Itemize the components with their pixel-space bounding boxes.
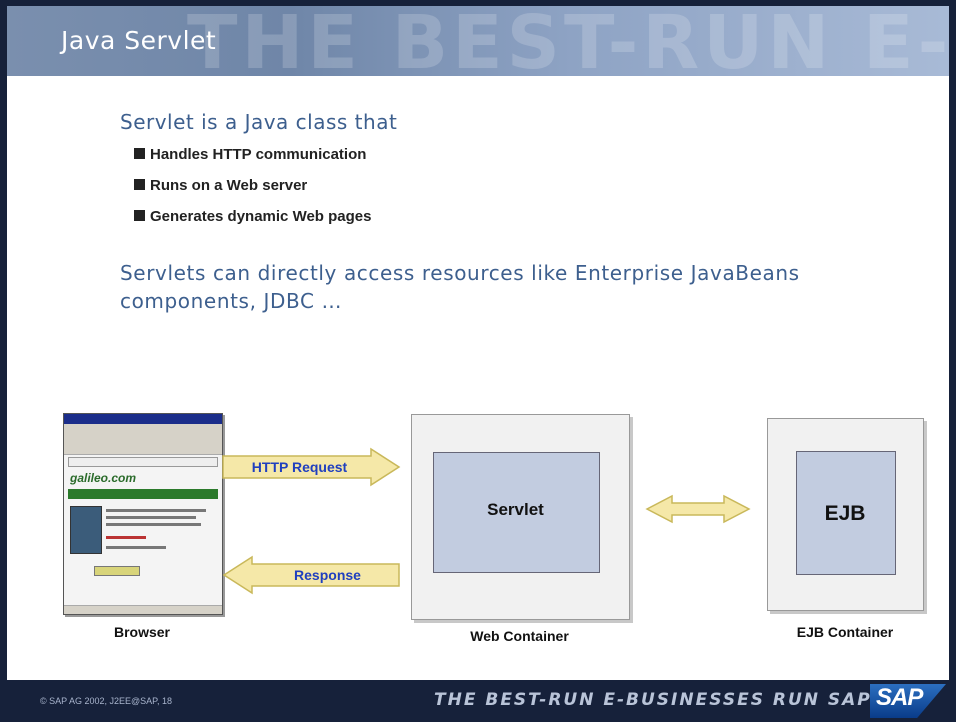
browser-address-bar [68, 457, 218, 467]
book-cover-image [70, 506, 102, 554]
text-line [106, 546, 166, 549]
title-bar: THE BEST-RUN E-BUS Java Servlet [7, 6, 949, 76]
bidirectional-arrow [645, 494, 751, 524]
intro-text: Servlet is a Java class that [120, 110, 398, 134]
frame-top [0, 0, 956, 6]
square-bullet-icon [134, 179, 145, 190]
browser-caption: Browser [113, 624, 171, 640]
http-request-arrow [222, 447, 401, 487]
sap-logo-text: SAP [876, 684, 923, 711]
browser-nav-bar [68, 489, 218, 499]
browser-titlebar [64, 414, 222, 424]
bullet-item: Runs on a Web server [134, 176, 371, 207]
response-label: Response [294, 567, 361, 583]
bullet-text: Generates dynamic Web pages [150, 208, 372, 225]
title-watermark: THE BEST-RUN E-BUS [187, 6, 949, 76]
footer-tagline: THE BEST-RUN E-BUSINESSES RUN SAP [434, 690, 872, 710]
browser-toolbar [64, 424, 222, 455]
http-request-label: HTTP Request [251, 459, 348, 475]
footer-bar [0, 680, 956, 722]
frame-right [949, 0, 956, 722]
text-line [106, 536, 146, 539]
browser-statusbar [64, 605, 222, 614]
bullet-item: Generates dynamic Web pages [134, 207, 371, 238]
text-line [106, 516, 196, 519]
response-arrow [222, 555, 400, 595]
bullet-text: Runs on a Web server [150, 177, 308, 194]
copyright-text: © SAP AG 2002, J2EE@SAP, 18 [40, 696, 173, 706]
bullet-item: Handles HTTP communication [134, 145, 371, 176]
servlet-box [433, 452, 600, 573]
ejb-box [796, 451, 896, 575]
browser-window-image: galileo.com [63, 413, 223, 615]
browser-site-logo: galileo.com [70, 471, 137, 485]
frame-left [0, 0, 7, 722]
bullet-text: Handles HTTP communication [150, 146, 367, 163]
ejb-label: EJB [824, 502, 866, 525]
ejb-container-caption: EJB Container [796, 624, 894, 640]
servlet-label: Servlet [487, 500, 544, 519]
text-line [106, 523, 201, 526]
browser-page-button [94, 566, 140, 576]
text-line [106, 509, 206, 512]
slide-title: Java Servlet [61, 26, 217, 55]
square-bullet-icon [134, 210, 145, 221]
square-bullet-icon [134, 148, 145, 159]
web-container-caption: Web Container [470, 628, 569, 644]
bullet-list: Handles HTTP communication Runs on a Web… [134, 145, 371, 238]
description-paragraph: Servlets can directly access resources l… [120, 261, 800, 313]
